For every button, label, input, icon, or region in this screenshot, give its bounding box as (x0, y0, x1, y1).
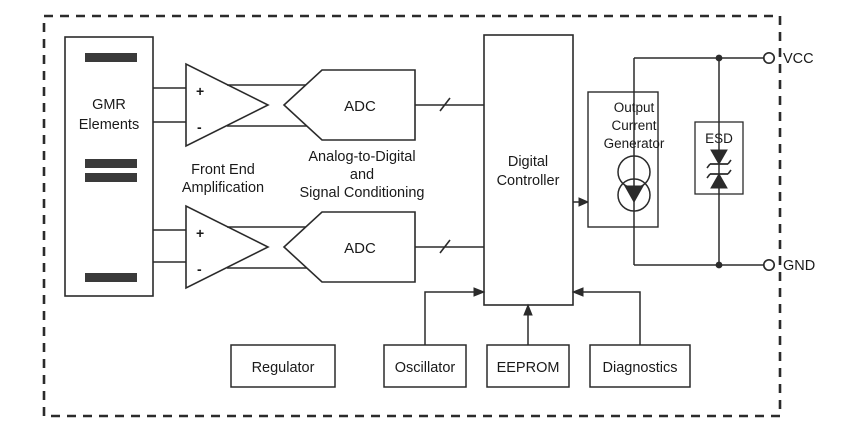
oscillator-box (383, 344, 467, 388)
esd-zener-tick-bottom-left (706, 173, 711, 179)
wire-oscillator-to-controller (424, 291, 475, 345)
amp-bottom-minus-input-label: - (197, 261, 202, 277)
gmr-element-bar (85, 273, 137, 282)
arrowhead-controller-to-ocg (578, 197, 590, 207)
adc-top-label: ADC (344, 98, 376, 115)
vcc-pin-terminal (762, 51, 776, 65)
digital-controller-box (483, 34, 574, 306)
gmr-element-bar (85, 173, 137, 182)
oscillator-label: Oscillator (395, 360, 456, 376)
regulator-label: Regulator (252, 360, 315, 376)
current-source-circle-lower (617, 178, 651, 212)
junction-dot-vcc (715, 54, 723, 62)
arrowhead-eeprom-to-controller (523, 303, 533, 316)
eeprom-box (486, 344, 570, 388)
arrowhead-oscillator-to-controller (473, 287, 486, 297)
gmr-label-line2: Elements (79, 117, 139, 133)
gnd-pin-label: GND (783, 258, 815, 274)
eeprom-label: EEPROM (497, 360, 560, 376)
arrowhead-diagnostics-to-controller (571, 287, 584, 297)
gnd-pin-terminal (762, 258, 776, 272)
esd-zener-diode-bottom (710, 172, 728, 189)
diagnostics-label: Diagnostics (603, 360, 678, 376)
signal-chain-annotation-line2: and (350, 167, 374, 183)
esd-zener-tick-bottom-right (727, 169, 732, 175)
front-end-annotation-line1: Front End (191, 162, 255, 178)
esd-zener-tick-top-left (706, 163, 711, 169)
adc-block-top (282, 69, 416, 141)
amp-top-plus-input-label: + (196, 83, 204, 99)
current-source-arrow (624, 185, 644, 204)
adc-bottom-label: ADC (344, 240, 376, 257)
junction-dot-gnd (715, 261, 723, 269)
diagnostics-box (589, 344, 691, 388)
gmr-label-line1: GMR (92, 97, 126, 113)
amp-top-minus-input-label: - (197, 119, 202, 135)
esd-zener-diode-top (710, 149, 728, 166)
bus-width-slash-bottom (439, 239, 451, 254)
gmr-element-bar (85, 53, 137, 62)
regulator-box (230, 344, 336, 388)
signal-chain-annotation-line1: Analog-to-Digital (308, 149, 415, 165)
package-boundary (42, 14, 782, 418)
wire-diagnostics-to-controller (582, 291, 641, 345)
vcc-pin-label: VCC (783, 51, 814, 67)
esd-zener-tick-top-right (727, 159, 732, 165)
amp-bottom-plus-input-label: + (196, 225, 204, 241)
signal-chain-annotation-line3: Signal Conditioning (300, 185, 425, 201)
gmr-element-bar (85, 159, 137, 168)
digital-controller-label-line1: Digital (508, 154, 548, 170)
bus-width-slash-top (439, 97, 451, 112)
digital-controller-label-line2: Controller (497, 173, 560, 189)
front-end-annotation-line2: Amplification (182, 180, 264, 196)
adc-block-bottom (282, 211, 416, 283)
